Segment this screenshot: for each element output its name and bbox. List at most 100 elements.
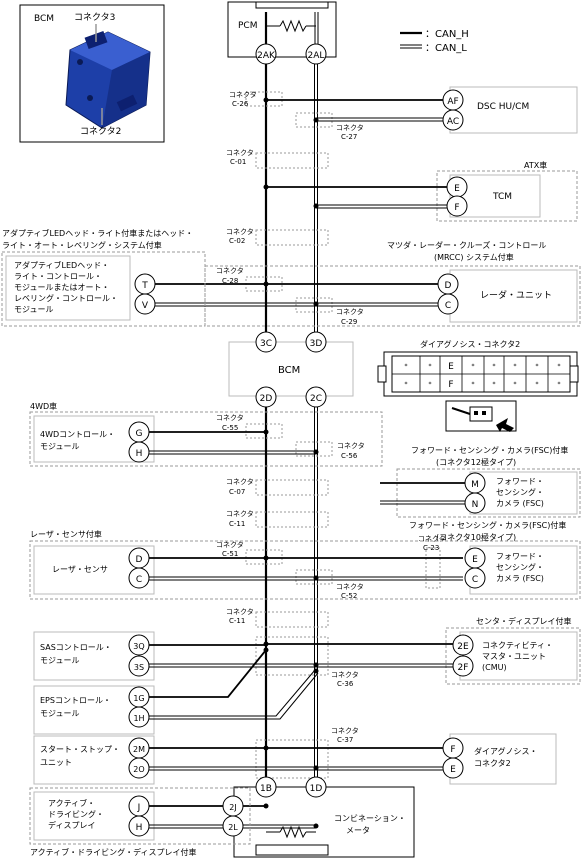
- svg-text:コネクタ: コネクタ: [331, 670, 359, 679]
- svg-text:コネクタ: コネクタ: [336, 307, 364, 316]
- svg-text:G: G: [136, 429, 143, 439]
- svg-text:2O: 2O: [133, 765, 144, 774]
- svg-text:V: V: [142, 301, 149, 311]
- svg-text:E: E: [448, 362, 454, 372]
- svg-text:コネクタ: コネクタ: [418, 534, 446, 543]
- add-note: アクティブ・ドライビング・ディスプレイ付車: [30, 847, 197, 857]
- svg-text:F: F: [450, 745, 455, 755]
- svg-text:C-56: C-56: [341, 452, 358, 460]
- connector-c56: コネクタ C-56: [295, 441, 365, 460]
- pcm-pin-2ak: 2AK: [255, 43, 277, 65]
- svg-text:C-11: C-11: [229, 520, 245, 528]
- svg-text:モジュール: モジュール: [40, 442, 79, 451]
- svg-text:C-11: C-11: [229, 617, 245, 625]
- connector-c23: コネクタ C-23: [418, 534, 446, 589]
- connector-c55: コネクタ C-55: [216, 413, 283, 439]
- svg-text:*: *: [405, 363, 408, 370]
- radar-label: レーダ・ユニット: [480, 289, 552, 301]
- svg-text:4WDコントロール・: 4WDコントロール・: [40, 430, 115, 439]
- svg-text:コネクタ: コネクタ: [226, 227, 254, 236]
- fsc10-section: フォワード・センシング・カメラ(FSC)付車 (コネクタ10極タイプ) E C …: [409, 520, 578, 595]
- svg-text:ライト・オート・レベリング・システム付車: ライト・オート・レベリング・システム付車: [2, 240, 162, 250]
- connector2-label: コネクタ2: [80, 126, 121, 137]
- tcm-label: TCM: [492, 192, 512, 202]
- bcm-photo-label: BCM: [34, 14, 54, 24]
- pcm-pin-2al: 2AL: [305, 43, 327, 65]
- svg-text:E: E: [454, 184, 460, 194]
- eps-section: EPSコントロール・ モジュール 1G 1H: [33, 647, 319, 735]
- svg-text:コネクタ2: コネクタ2: [474, 759, 511, 768]
- svg-text:H: H: [136, 823, 143, 833]
- legend-can-h: ：CAN_H: [425, 29, 469, 40]
- svg-text:モジュール: モジュール: [14, 305, 53, 314]
- svg-text:コネクタ: コネクタ: [229, 90, 257, 99]
- connector-c02: コネクタ C-02: [226, 227, 329, 246]
- svg-text:2J: 2J: [229, 803, 236, 812]
- svg-text:スタート・ストップ・: スタート・ストップ・: [40, 745, 120, 754]
- svg-text:E: E: [472, 555, 478, 565]
- svg-text:*: *: [493, 363, 496, 370]
- svg-text:1B: 1B: [260, 784, 272, 794]
- laser-label: レーザ・センサ: [52, 565, 108, 574]
- svg-text:カメラ (FSC): カメラ (FSC): [496, 574, 544, 583]
- svg-text:C-37: C-37: [337, 736, 353, 744]
- connector-c28: コネクタ C-28: [216, 266, 283, 292]
- connector-c01: コネクタ C-01: [226, 148, 329, 169]
- svg-text:SASコントロール・: SASコントロール・: [40, 643, 112, 652]
- sas-section: SASコントロール・ モジュール 3Q 3S: [33, 631, 316, 681]
- svg-text:*: *: [558, 363, 561, 370]
- diag-connector-diagram: ダイアグノシス・コネクタ2 ******* ******* E F: [377, 339, 579, 432]
- svg-text:3D: 3D: [310, 339, 323, 349]
- fourwd-note: 4WD車: [30, 401, 57, 411]
- svg-text:3Q: 3Q: [133, 642, 144, 651]
- svg-text:コネクタ: コネクタ: [216, 413, 244, 422]
- svg-text:2E: 2E: [457, 642, 469, 652]
- connector3-label: コネクタ3: [74, 12, 115, 23]
- svg-text:C-28: C-28: [222, 277, 238, 285]
- combination-meter: 1B 1D コンビネーション・ メータ 2J 2L: [222, 776, 415, 858]
- radar-section: マツダ・レーダー・クルーズ・コントロール (MRCC) システム付車 D C レ…: [204, 240, 581, 327]
- svg-text:C-07: C-07: [229, 488, 245, 496]
- svg-text:J: J: [137, 803, 141, 813]
- led-headlight-section: アダプティブLEDヘッド・ライト付車またはヘッド・ ライト・オート・レベリング・…: [1, 228, 443, 327]
- bcm-module: 3C 3D BCM 2D 2C: [228, 331, 354, 408]
- svg-text:1H: 1H: [133, 714, 144, 723]
- connector-c27: コネクタ C-27: [295, 112, 364, 141]
- laser-note: レーザ・センサ付車: [30, 529, 102, 539]
- svg-text:C-01: C-01: [230, 158, 246, 166]
- svg-text:コネクタ: コネクタ: [337, 441, 365, 450]
- svg-text:コネクタ: コネクタ: [216, 540, 244, 549]
- svg-text:モジュールまたはオート・: モジュールまたはオート・: [14, 283, 109, 292]
- svg-text:コンビネーション・: コンビネーション・: [334, 814, 406, 823]
- svg-text:C-26: C-26: [232, 100, 249, 108]
- connector-c29: コネクタ C-29: [295, 297, 364, 326]
- svg-text:コネクタ: コネクタ: [216, 266, 244, 275]
- svg-text:C-36: C-36: [337, 680, 354, 688]
- svg-text:マツダ・レーダー・クルーズ・コントロール: マツダ・レーダー・クルーズ・コントロール: [387, 240, 546, 250]
- cmu-note: センタ・ディスプレイ付車: [476, 616, 571, 626]
- svg-text:D: D: [136, 555, 143, 565]
- svg-text:モジュール: モジュール: [40, 709, 79, 718]
- bcm-photo-box: BCM コネクタ3 コネクタ2: [19, 4, 165, 143]
- svg-text:*: *: [405, 381, 408, 388]
- pcm-label: PCM: [238, 21, 257, 31]
- svg-text:M: M: [471, 480, 479, 490]
- svg-text:ドライビング・: ドライビング・: [48, 809, 104, 819]
- svg-text:コネクタ: コネクタ: [336, 582, 364, 591]
- svg-text:*: *: [514, 381, 517, 388]
- svg-text:*: *: [429, 381, 432, 388]
- svg-text:*: *: [514, 363, 517, 370]
- svg-text:C-29: C-29: [341, 318, 357, 326]
- connector-c07: コネクタ C-07: [226, 477, 329, 496]
- tcm-note: ATX車: [524, 160, 547, 170]
- svg-text:F: F: [448, 380, 453, 390]
- svg-text:2M: 2M: [133, 745, 145, 754]
- connector-c11b: コネクタ C-11: [226, 607, 329, 628]
- svg-text:ダイアグノシス・: ダイアグノシス・: [474, 746, 537, 756]
- fourwd-section: 4WD車 4WDコントロール・ モジュール G H: [29, 401, 383, 467]
- svg-text:フォワード・センシング・カメラ(FSC)付車: フォワード・センシング・カメラ(FSC)付車: [411, 445, 568, 455]
- svg-text:1D: 1D: [310, 784, 323, 794]
- svg-text:2C: 2C: [310, 394, 322, 404]
- svg-text:コネクタ: コネクタ: [336, 123, 364, 132]
- svg-text:*: *: [472, 381, 475, 388]
